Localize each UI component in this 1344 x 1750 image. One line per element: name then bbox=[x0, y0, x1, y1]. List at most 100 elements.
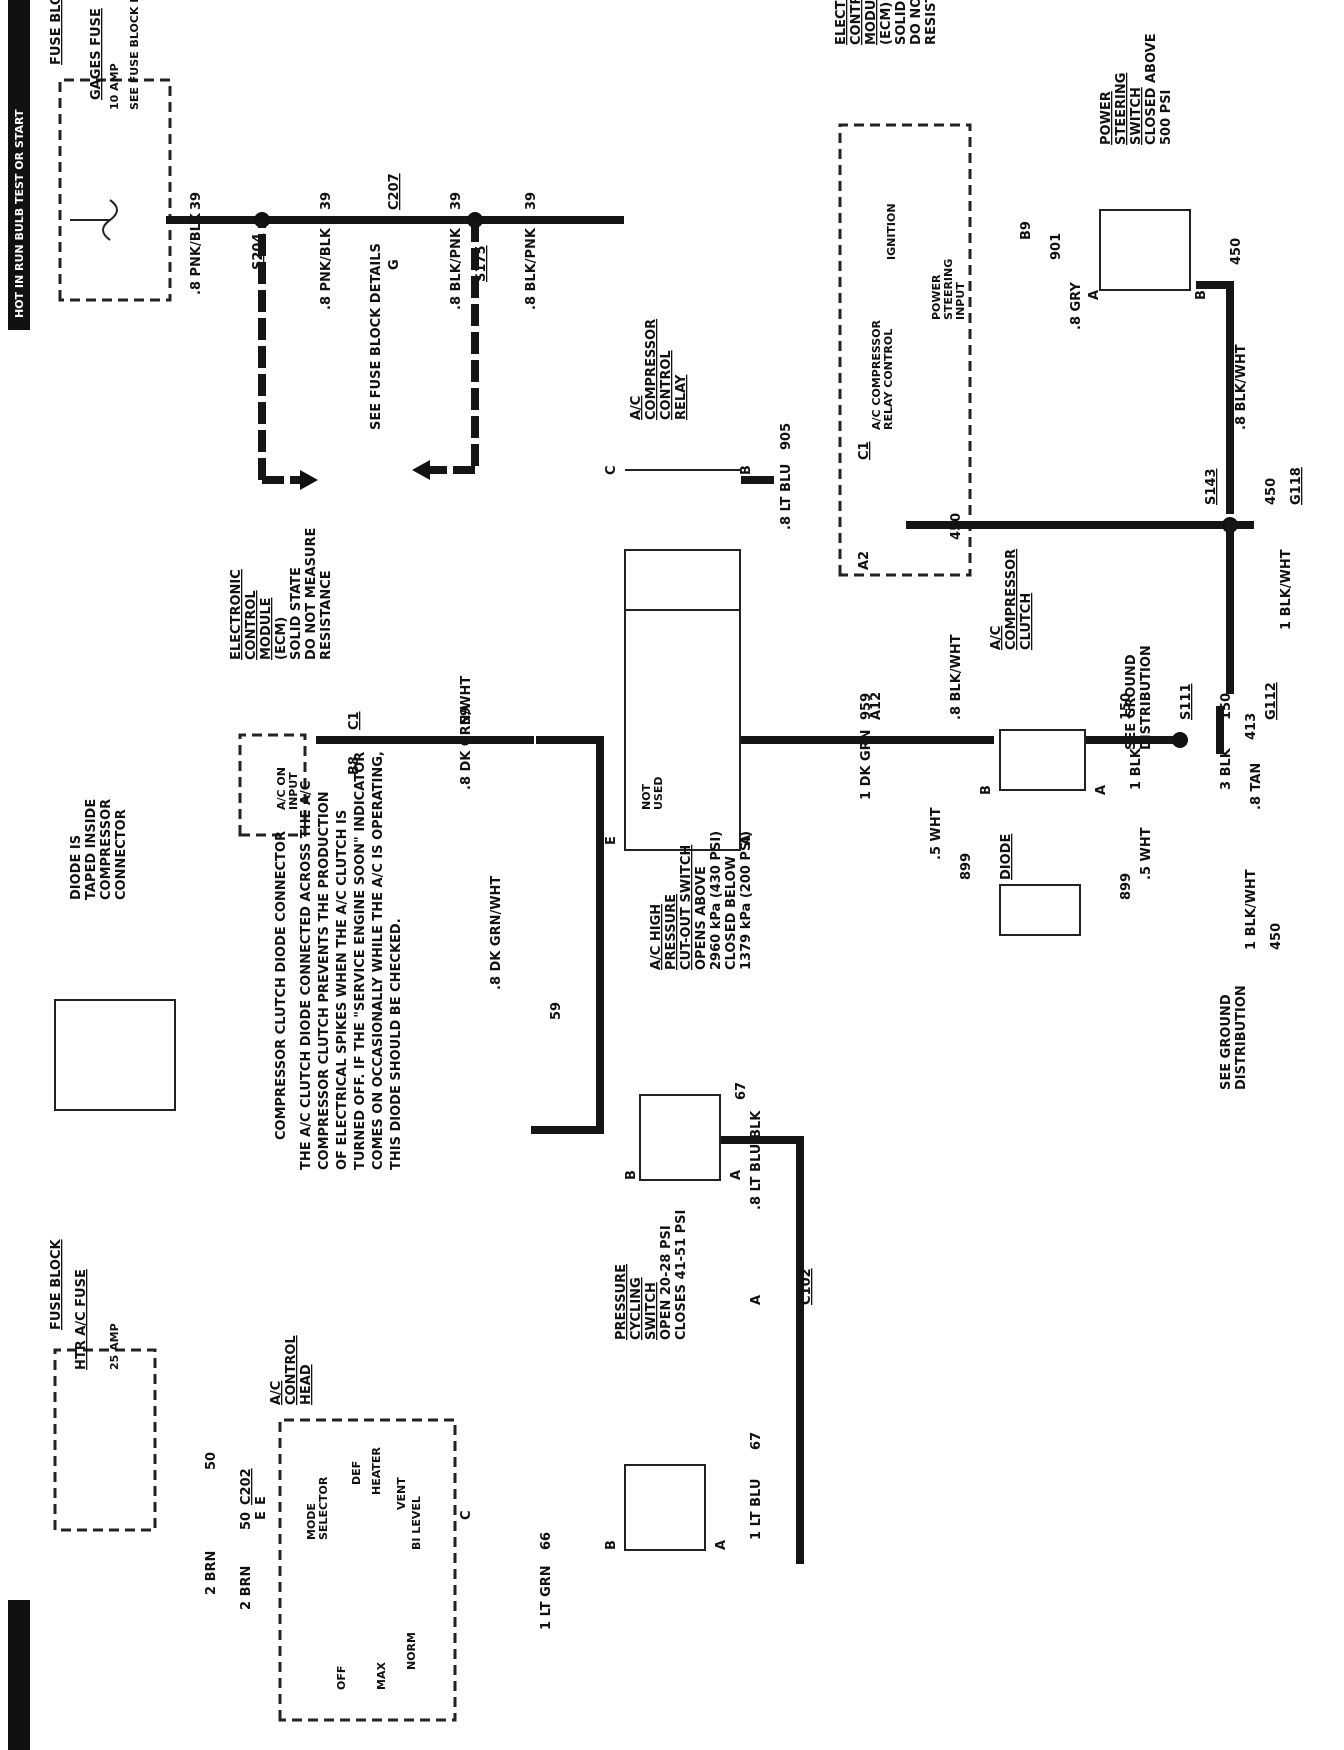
svg-text:PRESSURE: PRESSURE bbox=[614, 1264, 629, 1340]
svg-text:C102: C102 bbox=[799, 1268, 814, 1305]
svg-text:A: A bbox=[729, 1170, 744, 1180]
svg-text:B: B bbox=[739, 465, 754, 475]
svg-text:1 BLK/WHT: 1 BLK/WHT bbox=[1279, 549, 1294, 630]
svg-text:.8 DK GRN/WHT: .8 DK GRN/WHT bbox=[489, 876, 504, 990]
svg-text:1 LT BLU: 1 LT BLU bbox=[749, 1479, 764, 1540]
svg-text:A2: A2 bbox=[857, 551, 872, 570]
compressor-control-relay: A/C COMPRESSOR CONTROL RELAY C B E A NOT… bbox=[604, 319, 754, 851]
svg-text:DEF: DEF bbox=[350, 1461, 363, 1485]
svg-text:RESISTANCE: RESISTANCE bbox=[924, 0, 939, 45]
svg-text:899: 899 bbox=[959, 853, 974, 880]
svg-text:B: B bbox=[624, 1170, 639, 1180]
svg-text:RELAY: RELAY bbox=[674, 374, 689, 420]
svg-text:.8 DK GRN/WHT: .8 DK GRN/WHT bbox=[459, 676, 474, 790]
svg-text:USED: USED bbox=[652, 777, 665, 811]
svg-text:VENT: VENT bbox=[395, 1477, 408, 1510]
svg-text:FUSE BLOCK: FUSE BLOCK bbox=[49, 0, 64, 65]
svg-text:COMPRESSOR CLUTCH PREVENTS THE: COMPRESSOR CLUTCH PREVENTS THE PRODUCTIO… bbox=[317, 791, 332, 1170]
svg-text:SELECTOR: SELECTOR bbox=[317, 1476, 330, 1540]
svg-text:NORM: NORM bbox=[405, 1632, 418, 1670]
wire-59-relay bbox=[531, 736, 604, 1134]
svg-text:1379 kPa (200 PSI): 1379 kPa (200 PSI) bbox=[739, 831, 754, 970]
svg-text:.8 LT BLU: .8 LT BLU bbox=[779, 464, 794, 530]
svg-text:HEAD: HEAD bbox=[299, 1364, 314, 1405]
svg-text:B: B bbox=[604, 1540, 619, 1550]
svg-text:E: E bbox=[254, 1511, 269, 1520]
svg-text:67: 67 bbox=[749, 1432, 764, 1450]
banner-left: HOT IN RUN BULB TEST OR START bbox=[8, 0, 30, 330]
svg-text:150: 150 bbox=[1219, 693, 1234, 720]
svg-text:.5 WHT: .5 WHT bbox=[1139, 827, 1154, 880]
svg-text:1 BLK/WHT: 1 BLK/WHT bbox=[1244, 869, 1259, 950]
svg-text:50: 50 bbox=[239, 1512, 254, 1530]
svg-text:1 DK GRN: 1 DK GRN bbox=[859, 729, 874, 800]
svg-text:A: A bbox=[749, 1295, 764, 1305]
svg-text:POWER: POWER bbox=[1099, 91, 1114, 145]
svg-text:SEE GROUND: SEE GROUND bbox=[1219, 994, 1234, 1090]
svg-text:B: B bbox=[979, 785, 994, 795]
svg-text:G118: G118 bbox=[1289, 467, 1304, 505]
svg-text:C: C bbox=[459, 1510, 474, 1520]
svg-text:A/C ON: A/C ON bbox=[275, 767, 288, 810]
svg-text:GAGES FUSE: GAGES FUSE bbox=[89, 8, 104, 100]
svg-text:A/C: A/C bbox=[629, 396, 644, 420]
svg-text:B9: B9 bbox=[1019, 221, 1034, 240]
svg-text:SOLID STATE: SOLID STATE bbox=[289, 567, 304, 660]
compressor-clutch: A/C COMPRESSOR CLUTCH B A DIODE bbox=[979, 549, 1109, 936]
svg-text:(ECM): (ECM) bbox=[879, 2, 894, 45]
svg-text:ELECTRONIC: ELECTRONIC bbox=[834, 0, 849, 45]
power-steering-switch: POWER STEERING SWITCH CLOSED ABOVE 500 P… bbox=[1087, 33, 1209, 300]
svg-text:BI LEVEL: BI LEVEL bbox=[410, 1496, 423, 1550]
svg-text:2960 kPa (430 PSI): 2960 kPa (430 PSI) bbox=[709, 831, 724, 970]
svg-text:959: 959 bbox=[859, 693, 874, 720]
svg-text:HOT IN RUN BULB TEST OR START: HOT IN RUN BULB TEST OR START bbox=[13, 109, 26, 318]
svg-text:TAPED INSIDE: TAPED INSIDE bbox=[84, 799, 99, 900]
svg-text:C207: C207 bbox=[387, 173, 402, 210]
svg-text:E: E bbox=[254, 1496, 269, 1505]
svg-text:DO NOT MEASURE: DO NOT MEASURE bbox=[909, 0, 924, 45]
svg-text:B8: B8 bbox=[347, 756, 362, 775]
svg-text:A/C HIGH: A/C HIGH bbox=[649, 904, 664, 970]
svg-text:413: 413 bbox=[1244, 713, 1259, 740]
ecm-left: ELECTRONIC CONTROL MODULE (ECM) SOLID ST… bbox=[229, 528, 362, 837]
svg-text:OFF: OFF bbox=[335, 1666, 348, 1690]
banner-right bbox=[8, 1600, 30, 1750]
svg-text:ELECTRONIC: ELECTRONIC bbox=[229, 569, 244, 660]
svg-text:59: 59 bbox=[549, 1002, 564, 1020]
svg-text:(ECM): (ECM) bbox=[274, 617, 289, 660]
svg-text:.8 PNK/BLK: .8 PNK/BLK bbox=[319, 227, 334, 310]
svg-text:RESISTANCE: RESISTANCE bbox=[319, 570, 334, 660]
svg-text:MODULE: MODULE bbox=[864, 0, 879, 45]
svg-text:FUSE BLOCK: FUSE BLOCK bbox=[49, 1238, 64, 1330]
svg-text:10 AMP: 10 AMP bbox=[108, 63, 121, 110]
wire-450-ps bbox=[1196, 281, 1234, 514]
svg-text:.8 PNK/BLK: .8 PNK/BLK bbox=[189, 212, 204, 295]
svg-text:A: A bbox=[1087, 290, 1102, 300]
svg-text:CONTROL: CONTROL bbox=[659, 350, 674, 420]
svg-text:.8 BLK/PNK: .8 BLK/PNK bbox=[449, 227, 464, 310]
svg-text:C1: C1 bbox=[857, 441, 872, 460]
svg-text:E: E bbox=[604, 836, 619, 845]
svg-text:A/C: A/C bbox=[269, 1381, 284, 1405]
svg-text:SEE FUSE BLOCK DETAILS: SEE FUSE BLOCK DETAILS bbox=[128, 0, 141, 110]
svg-text:DISTRIBUTION: DISTRIBUTION bbox=[1139, 645, 1154, 750]
svg-text:OPENS ABOVE: OPENS ABOVE bbox=[694, 866, 709, 970]
svg-text:B: B bbox=[1194, 290, 1209, 300]
svg-text:CONTROL: CONTROL bbox=[849, 0, 864, 45]
svg-text:899: 899 bbox=[1119, 873, 1134, 900]
svg-text:450: 450 bbox=[1264, 478, 1279, 505]
svg-text:.8 BLK/WHT: .8 BLK/WHT bbox=[949, 634, 964, 720]
svg-text:G: G bbox=[387, 259, 402, 270]
arrow-down-icon bbox=[412, 460, 430, 480]
svg-text:PRESSURE: PRESSURE bbox=[664, 894, 679, 970]
svg-text:MODULE: MODULE bbox=[259, 598, 274, 661]
svg-text:S111: S111 bbox=[1179, 684, 1194, 721]
svg-text:50: 50 bbox=[204, 1452, 219, 1470]
svg-text:HEATER: HEATER bbox=[370, 1447, 383, 1495]
svg-text:1 LT GRN: 1 LT GRN bbox=[539, 1565, 554, 1630]
svg-text:1 BLK: 1 BLK bbox=[1129, 747, 1144, 790]
svg-text:CLUTCH: CLUTCH bbox=[1019, 593, 1034, 650]
svg-text:OPEN 20-28 PSI: OPEN 20-28 PSI bbox=[659, 1225, 674, 1340]
svg-text:SWITCH: SWITCH bbox=[644, 1282, 659, 1340]
svg-text:MAX: MAX bbox=[375, 1662, 388, 1690]
